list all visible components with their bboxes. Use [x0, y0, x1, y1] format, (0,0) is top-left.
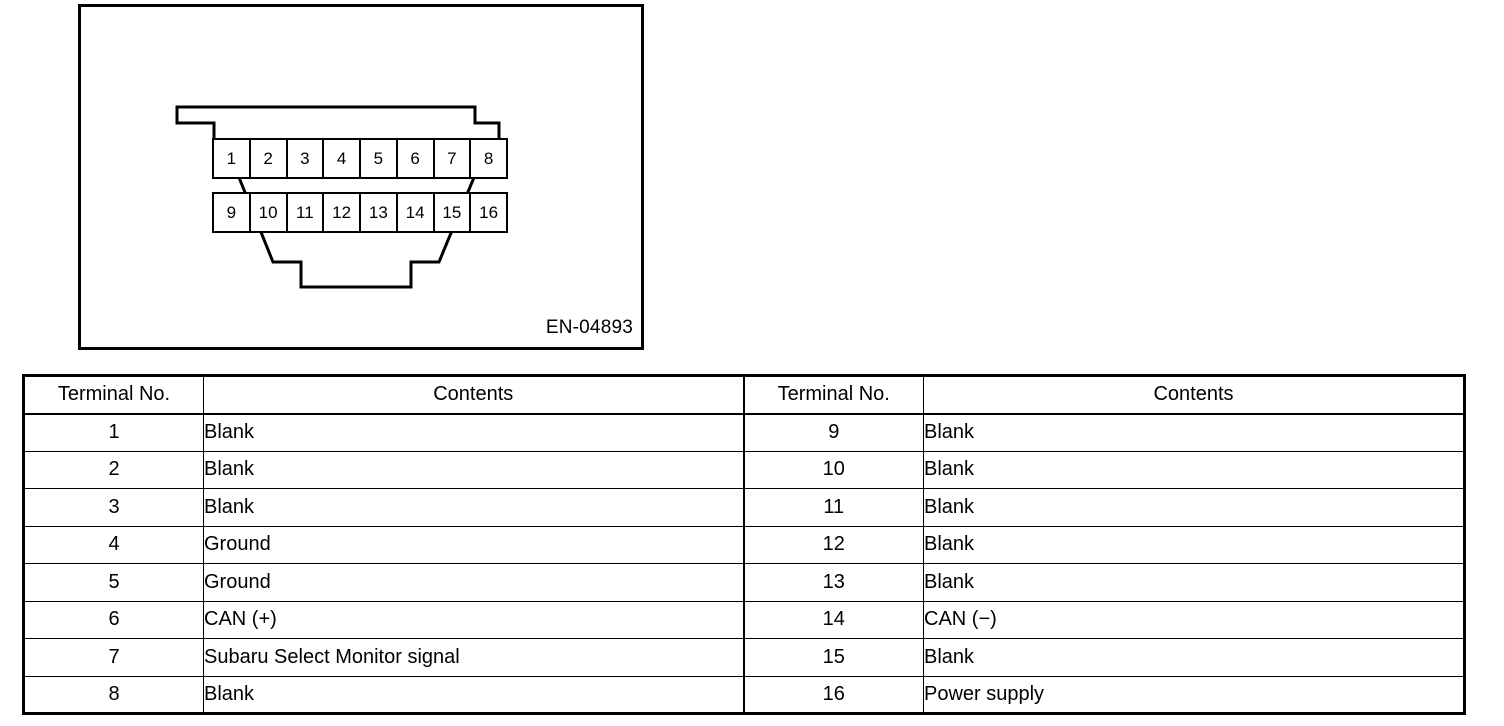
- pin-cell: 12: [324, 194, 361, 231]
- terminal-number: 13: [742, 563, 924, 602]
- table-row: 5 Ground 13 Blank: [23, 563, 1465, 602]
- terminal-contents: Blank: [203, 450, 744, 489]
- pin-cell: 4: [324, 140, 361, 177]
- terminal-number: 7: [23, 638, 204, 677]
- pin-number-grid: 1 2 3 4 5 6 7 8 9 10 11 12 13 14 15 16: [212, 138, 508, 233]
- terminal-contents: Blank: [203, 413, 744, 452]
- table-row: 6 CAN (+) 14 CAN (−): [23, 600, 1465, 639]
- table-row: 7 Subaru Select Monitor signal 15 Blank: [23, 638, 1465, 677]
- table-header-row: Terminal No. Contents Terminal No. Conte…: [23, 375, 1465, 415]
- pin-cell: 8: [483, 149, 494, 168]
- terminal-contents: Blank: [923, 450, 1465, 489]
- terminal-number: 9: [742, 413, 924, 452]
- pin-cell: 15: [435, 194, 472, 231]
- pin-cell: 10: [251, 194, 288, 231]
- pin-cell: 1: [214, 140, 251, 177]
- terminal-number: 8: [23, 675, 204, 714]
- terminal-contents: Ground: [203, 563, 744, 602]
- figure-reference-code: EN-04893: [545, 317, 633, 338]
- terminal-number: 14: [742, 600, 924, 639]
- terminal-contents: Blank: [923, 638, 1465, 677]
- pin-cell: 7: [435, 140, 472, 177]
- terminal-number: 4: [23, 525, 204, 564]
- table-row: 3 Blank 11 Blank: [23, 488, 1465, 527]
- terminal-number: 10: [742, 450, 924, 489]
- pin-cell: 14: [398, 194, 435, 231]
- pin-cell: 6: [398, 140, 435, 177]
- pin-cell: 11: [288, 194, 325, 231]
- pin-cell: 9: [214, 194, 251, 231]
- terminal-contents: Blank: [203, 488, 744, 527]
- terminal-assignment-table: Terminal No. Contents Terminal No. Conte…: [22, 374, 1466, 715]
- pin-cell: 5: [361, 140, 398, 177]
- terminal-contents: CAN (+): [203, 600, 744, 639]
- terminal-contents: Power supply: [923, 675, 1465, 714]
- header-contents-left: Contents: [203, 375, 744, 415]
- terminal-number: 16: [742, 675, 924, 714]
- terminal-contents: Blank: [923, 488, 1465, 527]
- header-contents-right: Contents: [923, 375, 1465, 415]
- table-row: 1 Blank 9 Blank: [23, 413, 1465, 452]
- pin-cell: 13: [361, 194, 398, 231]
- terminal-number: 1: [23, 413, 204, 452]
- connector-figure-panel: 1 2 3 4 5 6 7 8 9 10 11 12 13 14 15 16 E…: [78, 4, 644, 350]
- terminal-number: 12: [742, 525, 924, 564]
- terminal-number: 11: [742, 488, 924, 527]
- terminal-contents: Blank: [923, 525, 1465, 564]
- terminal-number: 2: [23, 450, 204, 489]
- terminal-contents: Blank: [923, 563, 1465, 602]
- terminal-contents: Ground: [203, 525, 744, 564]
- table-row: 4 Ground 12 Blank: [23, 525, 1465, 564]
- pin-row-bottom: 9 10 11 12 13 14 15 16: [212, 192, 508, 233]
- table-row: 2 Blank 10 Blank: [23, 450, 1465, 489]
- pin-row-top: 1 2 3 4 5 6 7 8: [212, 138, 508, 179]
- terminal-number: 15: [742, 638, 924, 677]
- terminal-number: 6: [23, 600, 204, 639]
- header-terminal-right: Terminal No.: [742, 375, 924, 415]
- terminal-contents: Subaru Select Monitor signal: [203, 638, 744, 677]
- terminal-contents: CAN (−): [923, 600, 1465, 639]
- header-terminal-left: Terminal No.: [23, 375, 204, 415]
- pin-cell: 16: [479, 203, 499, 222]
- terminal-number: 5: [23, 563, 204, 602]
- terminal-contents: Blank: [923, 413, 1465, 452]
- table-row: 8 Blank 16 Power supply: [23, 675, 1465, 714]
- pin-cell: 3: [288, 140, 325, 177]
- terminal-contents: Blank: [203, 675, 744, 714]
- terminal-number: 3: [23, 488, 204, 527]
- pin-cell: 2: [251, 140, 288, 177]
